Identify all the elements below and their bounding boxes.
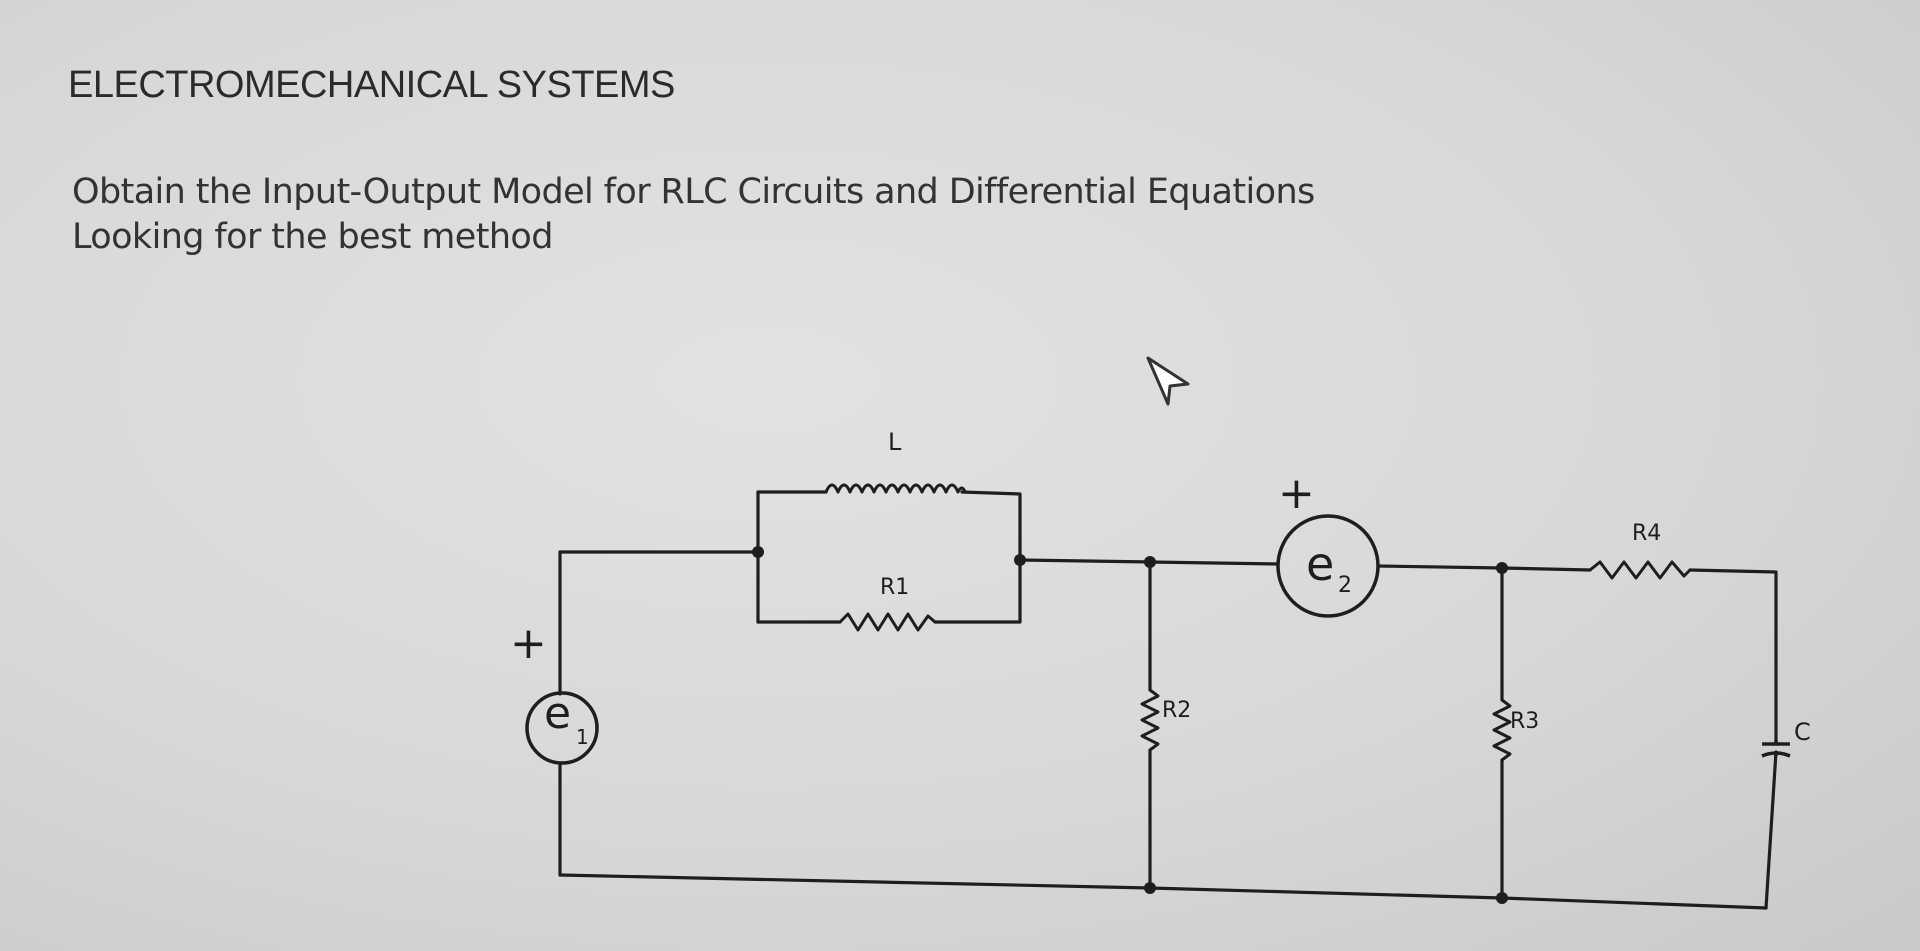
source-e2-symbol: e [1306,537,1334,591]
r1-resistor [838,612,936,632]
question-line-1: Obtain the Input-Output Model for RLC Ci… [72,172,1315,212]
question-line-2: Looking for the best method [72,217,553,257]
wire-inductor-right [960,490,1022,564]
r3-label: R3 [1510,709,1539,734]
wire-r4-right [1688,568,1778,742]
source-e1-polarity: + [510,618,547,669]
r4-resistor [1589,560,1692,580]
r1-label: R1 [880,575,909,600]
wire-e1-top [558,550,760,696]
r4-label: R4 [1632,521,1661,546]
r2-resistor [1140,688,1160,752]
source-e1 [525,691,599,765]
mouse-pointer-icon [1146,356,1190,406]
junction-dots [752,546,1508,904]
source-e2-subscript: 2 [1338,573,1352,598]
source-e1-symbol: e [544,688,571,739]
r2-label: R2 [1162,698,1191,723]
capacitor [1761,740,1791,758]
capacitor-label: C [1794,718,1811,746]
question-text: Obtain the Input-Output Model for RLC Ci… [72,170,1315,260]
wire-r1-right [933,558,1022,624]
wire-e2-right [1376,564,1592,572]
wire-ground-rail [558,873,1768,910]
inductor-label: L [888,428,902,456]
r3-resistor [1492,698,1512,762]
wire-c-bottom [1764,750,1778,910]
source-e1-subscript: 1 [576,725,589,749]
source-e2 [1276,514,1380,618]
inductor-coil [824,483,967,494]
source-e2-polarity: + [1278,468,1315,519]
page-title: ELECTROMECHANICAL SYSTEMS [68,64,675,106]
